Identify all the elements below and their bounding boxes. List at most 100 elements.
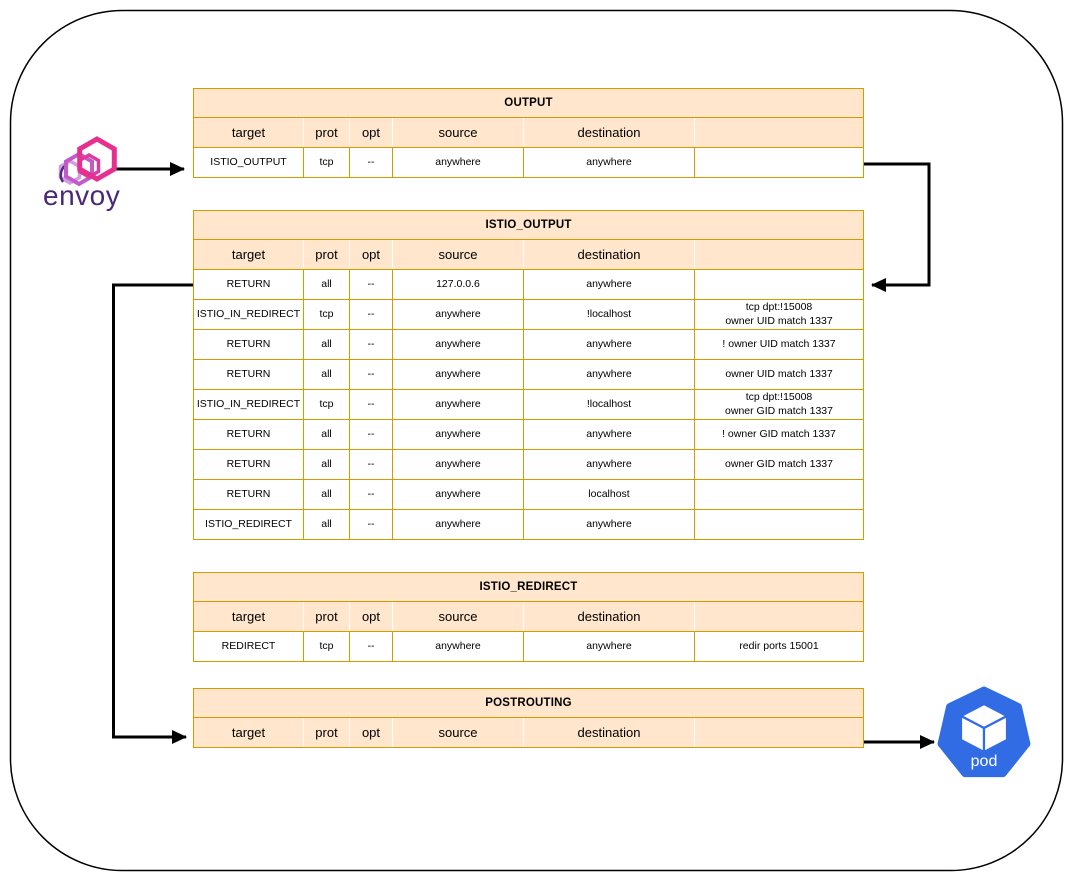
table-cell: RETURN xyxy=(193,359,304,390)
table-title-row: ISTIO_REDIRECT xyxy=(192,572,865,602)
table-cell: anywhere xyxy=(392,479,524,510)
table-cell: REDIRECT xyxy=(193,631,304,662)
column-header: destination xyxy=(523,239,695,270)
table-cell: anywhere xyxy=(392,299,524,330)
column-header: destination xyxy=(523,601,695,632)
table-cell xyxy=(693,479,865,510)
column-header: target xyxy=(193,717,304,748)
table-cell: anywhere xyxy=(523,147,695,178)
table-cell: -- xyxy=(349,329,393,360)
column-header xyxy=(694,717,865,748)
table-cell: 127.0.0.6 xyxy=(392,269,524,300)
table-title: POSTROUTING xyxy=(192,688,865,718)
table-cell: anywhere xyxy=(392,419,524,450)
table-cell: ISTIO_OUTPUT xyxy=(193,147,304,178)
table-cell: RETURN xyxy=(193,269,304,300)
table-cell: anywhere xyxy=(523,329,695,360)
column-header: opt xyxy=(349,239,393,270)
table-cell: owner UID match 1337 xyxy=(693,359,865,390)
table-title: ISTIO_REDIRECT xyxy=(192,572,865,602)
table-cell: -- xyxy=(349,299,393,330)
column-header: prot xyxy=(303,717,350,748)
column-header: destination xyxy=(523,117,695,148)
table-cell: all xyxy=(303,479,350,510)
table-cell: owner GID match 1337 xyxy=(693,449,865,480)
table-cell: RETURN xyxy=(193,419,304,450)
table-cell: anywhere xyxy=(392,509,524,540)
table-cell: anywhere xyxy=(392,449,524,480)
table-cell: !localhost xyxy=(523,299,695,330)
table-cell: all xyxy=(303,269,350,300)
table-cell: anywhere xyxy=(392,329,524,360)
table-cell: redir ports 15001 xyxy=(693,631,865,662)
column-header xyxy=(694,117,865,148)
table-cell: all xyxy=(303,419,350,450)
column-header: target xyxy=(193,117,304,148)
table-cell: ISTIO_IN_REDIRECT xyxy=(193,389,304,420)
table-cell: -- xyxy=(349,631,393,662)
table-cell: -- xyxy=(349,359,393,390)
table-cell: all xyxy=(303,509,350,540)
table-title-row: ISTIO_OUTPUT xyxy=(192,210,865,240)
table-cell: anywhere xyxy=(523,631,695,662)
table-cell: localhost xyxy=(523,479,695,510)
table-cell: anywhere xyxy=(392,147,524,178)
table-cell: RETURN xyxy=(193,329,304,360)
arrow-istio-output-to-postrouting xyxy=(112,283,193,744)
table-cell: anywhere xyxy=(523,509,695,540)
column-header: prot xyxy=(303,601,350,632)
arrow-output-to-istio-output xyxy=(863,162,931,292)
table-cell: anywhere xyxy=(392,389,524,420)
column-header: source xyxy=(392,601,524,632)
table-cell: ISTIO_REDIRECT xyxy=(193,509,304,540)
table-cell: tcp dpt:!15008 owner UID match 1337 xyxy=(693,299,865,330)
table-cell: anywhere xyxy=(523,449,695,480)
column-header: prot xyxy=(303,117,350,148)
table-title-row: POSTROUTING xyxy=(192,688,865,718)
column-header: prot xyxy=(303,239,350,270)
table-cell: ! owner UID match 1337 xyxy=(693,329,865,360)
envoy-label: envoy xyxy=(43,180,121,211)
table-cell xyxy=(693,269,865,300)
table-cell: tcp xyxy=(303,631,350,662)
table-cell: tcp xyxy=(303,147,350,178)
table-cell: ! owner GID match 1337 xyxy=(693,419,865,450)
column-header: destination xyxy=(523,717,695,748)
column-header: target xyxy=(193,239,304,270)
table-cell xyxy=(693,509,865,540)
column-header: opt xyxy=(349,117,393,148)
table-cell: -- xyxy=(349,269,393,300)
table-cell: -- xyxy=(349,389,393,420)
table-cell: ISTIO_IN_REDIRECT xyxy=(193,299,304,330)
cube-icon xyxy=(958,702,1010,754)
table-cell: all xyxy=(303,449,350,480)
pod-node: pod xyxy=(937,686,1031,778)
table-cell: tcp xyxy=(303,299,350,330)
table-cell: RETURN xyxy=(193,449,304,480)
column-header: source xyxy=(392,117,524,148)
column-header xyxy=(694,601,865,632)
envoy-logo-icon xyxy=(58,136,117,187)
table-title-row: OUTPUT xyxy=(192,88,865,118)
table-cell: RETURN xyxy=(193,479,304,510)
column-header: source xyxy=(392,717,524,748)
table-cell: !localhost xyxy=(523,389,695,420)
column-header: opt xyxy=(349,717,393,748)
column-header xyxy=(694,239,865,270)
table-cell: -- xyxy=(349,419,393,450)
